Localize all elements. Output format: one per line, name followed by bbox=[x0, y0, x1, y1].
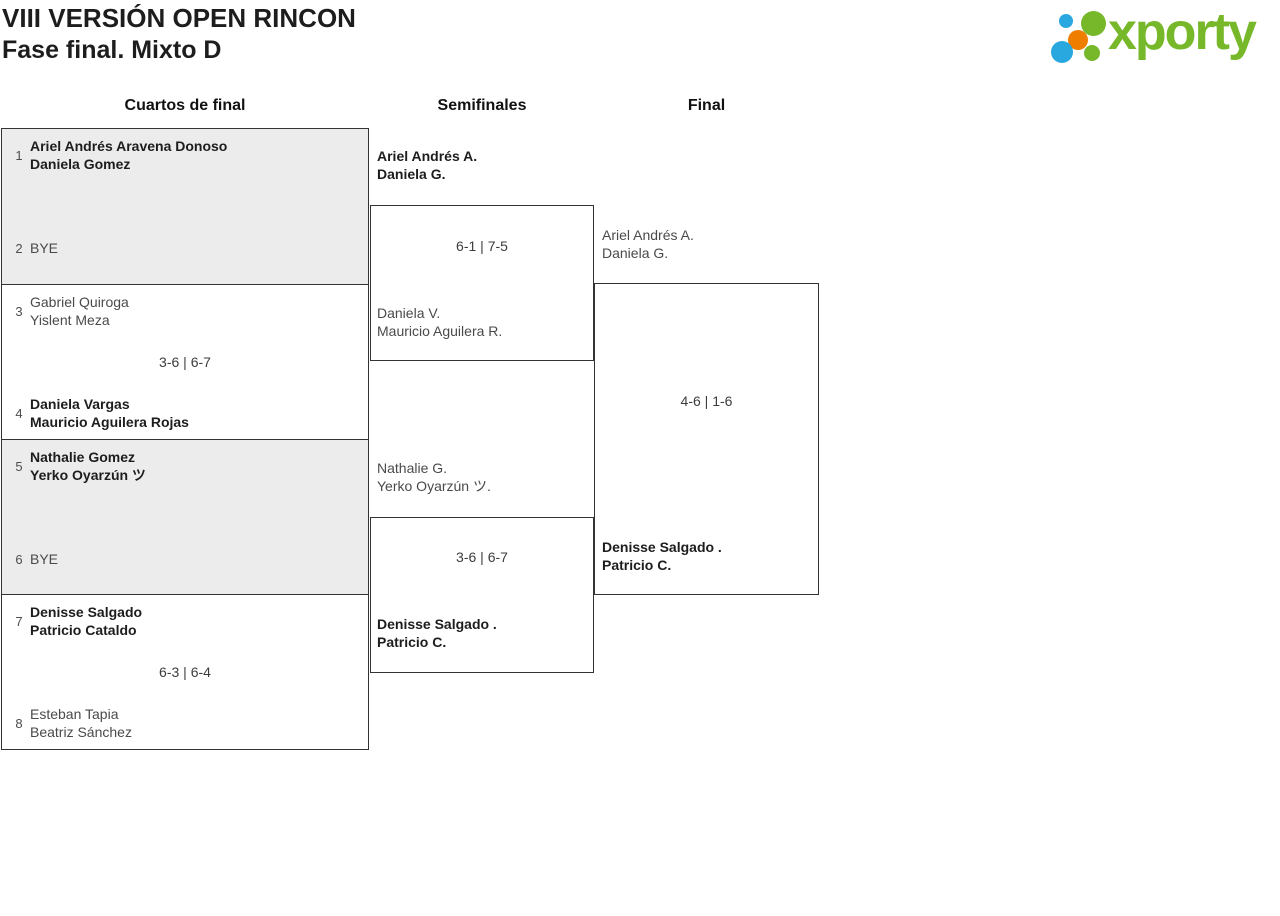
logo-dot-blue-big-icon bbox=[1051, 41, 1073, 63]
match-score: 3-6 | 6-7 bbox=[159, 354, 211, 370]
team-names: Gabriel Quiroga Yislent Meza bbox=[30, 293, 129, 329]
seed-number: 6 bbox=[15, 551, 23, 567]
team-name-line: Yislent Meza bbox=[30, 312, 110, 328]
sf2-score: 3-6 | 6-7 bbox=[456, 549, 508, 565]
team-name-line: Daniela V. bbox=[377, 305, 441, 321]
phase-subtitle: Fase final. Mixto D bbox=[2, 36, 222, 64]
team-name-line: Denisse Salgado . bbox=[602, 539, 722, 555]
seed-number: 1 bbox=[15, 147, 23, 163]
seed-number: 8 bbox=[15, 715, 23, 731]
team-name-line: Denisse Salgado . bbox=[377, 616, 497, 632]
team-entry-seed-6: 6 BYE bbox=[8, 550, 58, 568]
logo-dot-blue-small-icon bbox=[1059, 14, 1073, 28]
seed-number: 5 bbox=[15, 458, 23, 474]
team-name-line: Yerko Oyarzún ツ bbox=[30, 467, 146, 483]
team-name-line: Daniela G. bbox=[377, 166, 446, 182]
team-name-line: Esteban Tapia bbox=[30, 706, 119, 722]
qf-match-3: 5 Nathalie Gomez Yerko Oyarzún ツ 6 BYE bbox=[2, 439, 368, 594]
final-team-b: Denisse Salgado . Patricio C. bbox=[602, 538, 722, 574]
sf1-score: 6-1 | 7-5 bbox=[456, 238, 508, 254]
sf2-team-b: Denisse Salgado . Patricio C. bbox=[377, 615, 497, 651]
team-entry-seed-2: 2 BYE bbox=[8, 239, 58, 257]
team-entry-seed-7: 7 Denisse Salgado Patricio Cataldo bbox=[8, 603, 142, 639]
seed-number: 2 bbox=[15, 240, 23, 256]
seed-number: 7 bbox=[15, 613, 23, 629]
team-name-line: Nathalie Gomez bbox=[30, 449, 136, 465]
team-names: BYE bbox=[30, 239, 58, 257]
team-names: Daniela Vargas Mauricio Aguilera Rojas bbox=[30, 395, 189, 431]
team-entry-seed-1: 1 Ariel Andrés Aravena Donoso Daniela Go… bbox=[8, 137, 227, 173]
qf-match-4: 7 Denisse Salgado Patricio Cataldo 6-3 |… bbox=[2, 594, 368, 749]
team-entry-seed-3: 3 Gabriel Quiroga Yislent Meza bbox=[8, 293, 129, 329]
final-box bbox=[594, 283, 819, 595]
team-entry-seed-8: 8 Esteban Tapia Beatriz Sánchez bbox=[8, 705, 132, 741]
team-name-line: Patricio C. bbox=[377, 634, 447, 650]
team-names: Ariel Andrés Aravena Donoso Daniela Gome… bbox=[30, 137, 227, 173]
team-name-line: Daniela Vargas bbox=[30, 396, 130, 412]
column-header-semifinales: Semifinales bbox=[437, 97, 527, 114]
logo-dot-green-small-icon bbox=[1084, 45, 1100, 61]
team-name-line: Ariel Andrés Aravena Donoso bbox=[30, 138, 228, 154]
semifinal-2-box bbox=[370, 517, 594, 673]
column-header-final: Final bbox=[687, 97, 726, 114]
final-team-a: Ariel Andrés A. Daniela G. bbox=[602, 226, 694, 262]
team-names: Denisse Salgado Patricio Cataldo bbox=[30, 603, 142, 639]
logo-dot-green-big-icon bbox=[1081, 11, 1106, 36]
qf-match-1: 1 Ariel Andrés Aravena Donoso Daniela Go… bbox=[2, 129, 368, 284]
team-name-line: Yerko Oyarzún ツ. bbox=[377, 478, 491, 494]
team-name-line: BYE bbox=[30, 240, 59, 256]
qf-match-2: 3 Gabriel Quiroga Yislent Meza 3-6 | 6-7… bbox=[2, 284, 368, 439]
sf2-team-a: Nathalie G. Yerko Oyarzún ツ. bbox=[377, 459, 491, 495]
team-name-line: Mauricio Aguilera R. bbox=[377, 323, 503, 339]
team-name-line: Ariel Andrés A. bbox=[377, 148, 478, 164]
team-names: Nathalie Gomez Yerko Oyarzún ツ bbox=[30, 448, 146, 484]
team-name-line: Daniela Gomez bbox=[30, 156, 131, 172]
xporty-logo[interactable]: xporty bbox=[1048, 0, 1278, 75]
team-name-line: BYE bbox=[30, 551, 59, 567]
team-entry-seed-4: 4 Daniela Vargas Mauricio Aguilera Rojas bbox=[8, 395, 189, 431]
team-names: Esteban Tapia Beatriz Sánchez bbox=[30, 705, 132, 741]
quarterfinals-column: 1 Ariel Andrés Aravena Donoso Daniela Go… bbox=[1, 128, 369, 750]
match-score: 6-3 | 6-4 bbox=[159, 664, 211, 680]
team-name-line: Patricio Cataldo bbox=[30, 622, 137, 638]
team-name-line: Ariel Andrés A. bbox=[602, 227, 694, 243]
tournament-title: VIII VERSIÓN OPEN RINCON bbox=[2, 3, 356, 33]
team-name-line: Beatriz Sánchez bbox=[30, 724, 132, 740]
logo-dot-orange-icon bbox=[1068, 30, 1088, 50]
semifinal-1-box bbox=[370, 205, 594, 361]
column-header-cuartos-de-final: Cuartos de final bbox=[124, 97, 246, 114]
seed-number: 3 bbox=[15, 303, 23, 319]
sf1-team-b: Daniela V. Mauricio Aguilera R. bbox=[377, 304, 502, 340]
team-name-line: Nathalie G. bbox=[377, 460, 448, 476]
team-name-line: Mauricio Aguilera Rojas bbox=[30, 414, 189, 430]
team-names: BYE bbox=[30, 550, 58, 568]
xporty-logo-text: xporty bbox=[1108, 3, 1257, 61]
final-score: 4-6 | 1-6 bbox=[680, 393, 733, 409]
team-name-line: Gabriel Quiroga bbox=[30, 294, 129, 310]
team-name-line: Denisse Salgado bbox=[30, 604, 143, 620]
page-title: VIII VERSIÓN OPEN RINCON Fase final. Mix… bbox=[2, 2, 356, 66]
seed-number: 4 bbox=[15, 405, 23, 421]
sf1-team-a: Ariel Andrés A. Daniela G. bbox=[377, 147, 477, 183]
team-name-line: Patricio C. bbox=[602, 557, 672, 573]
team-entry-seed-5: 5 Nathalie Gomez Yerko Oyarzún ツ bbox=[8, 448, 146, 484]
team-name-line: Daniela G. bbox=[602, 245, 669, 261]
